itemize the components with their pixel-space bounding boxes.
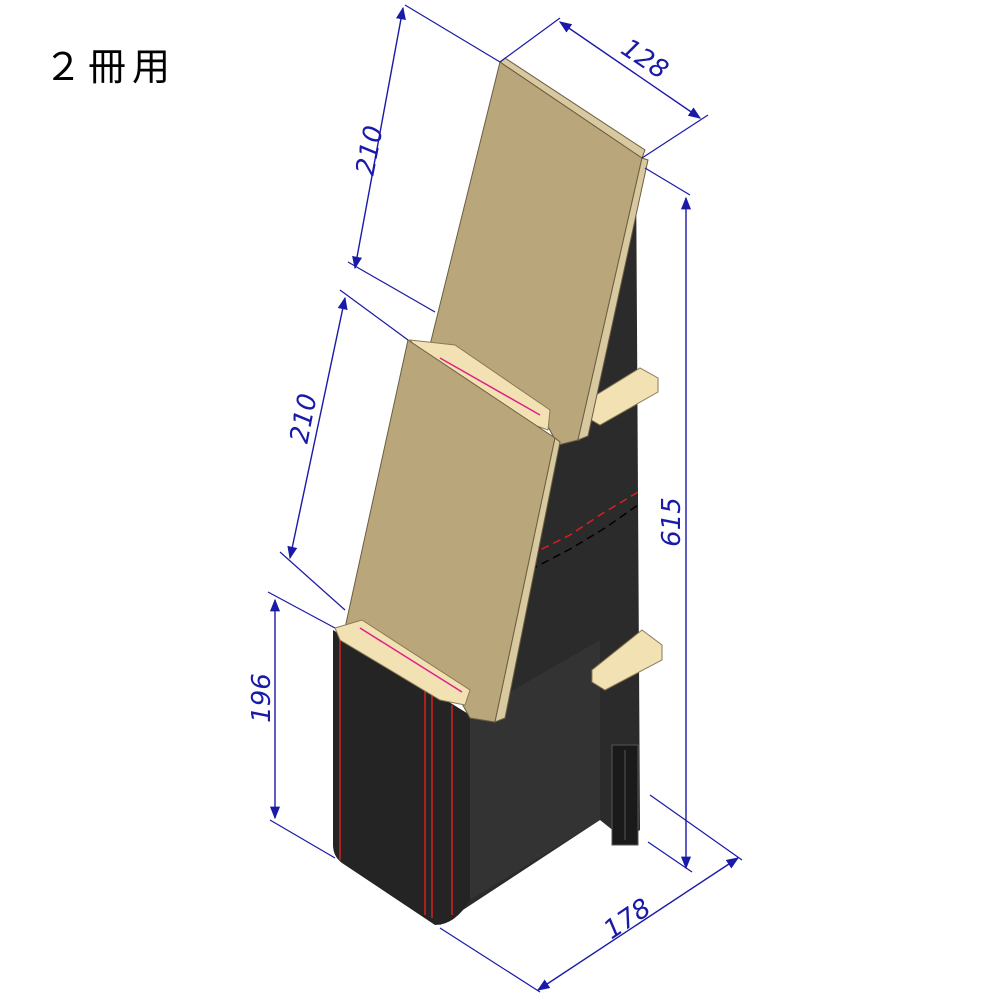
dimension-label-top-shelf: 210 xyxy=(351,123,390,177)
top-shelf-side-edge xyxy=(577,157,649,441)
dimension-label-top-width: 128 xyxy=(616,33,674,86)
base-support xyxy=(334,619,471,706)
lower-shelf-side-edge xyxy=(494,437,561,723)
dimension-total-height: 615 xyxy=(644,167,693,873)
wood-tab-lower xyxy=(591,629,663,691)
base-magenta-line xyxy=(359,627,463,693)
base-box-front xyxy=(333,630,470,925)
dimension-label-base-height: 196 xyxy=(247,673,277,723)
page-title: ２冊用 xyxy=(44,45,177,89)
support-magenta-line xyxy=(439,357,541,416)
dimension-label-total-height: 615 xyxy=(657,497,687,547)
dimension-label-depth: 178 xyxy=(599,893,657,946)
dimension-label-lower-shelf: 210 xyxy=(285,391,324,445)
dimension-base-height: 196 xyxy=(247,591,336,859)
panel-seam xyxy=(529,504,639,571)
